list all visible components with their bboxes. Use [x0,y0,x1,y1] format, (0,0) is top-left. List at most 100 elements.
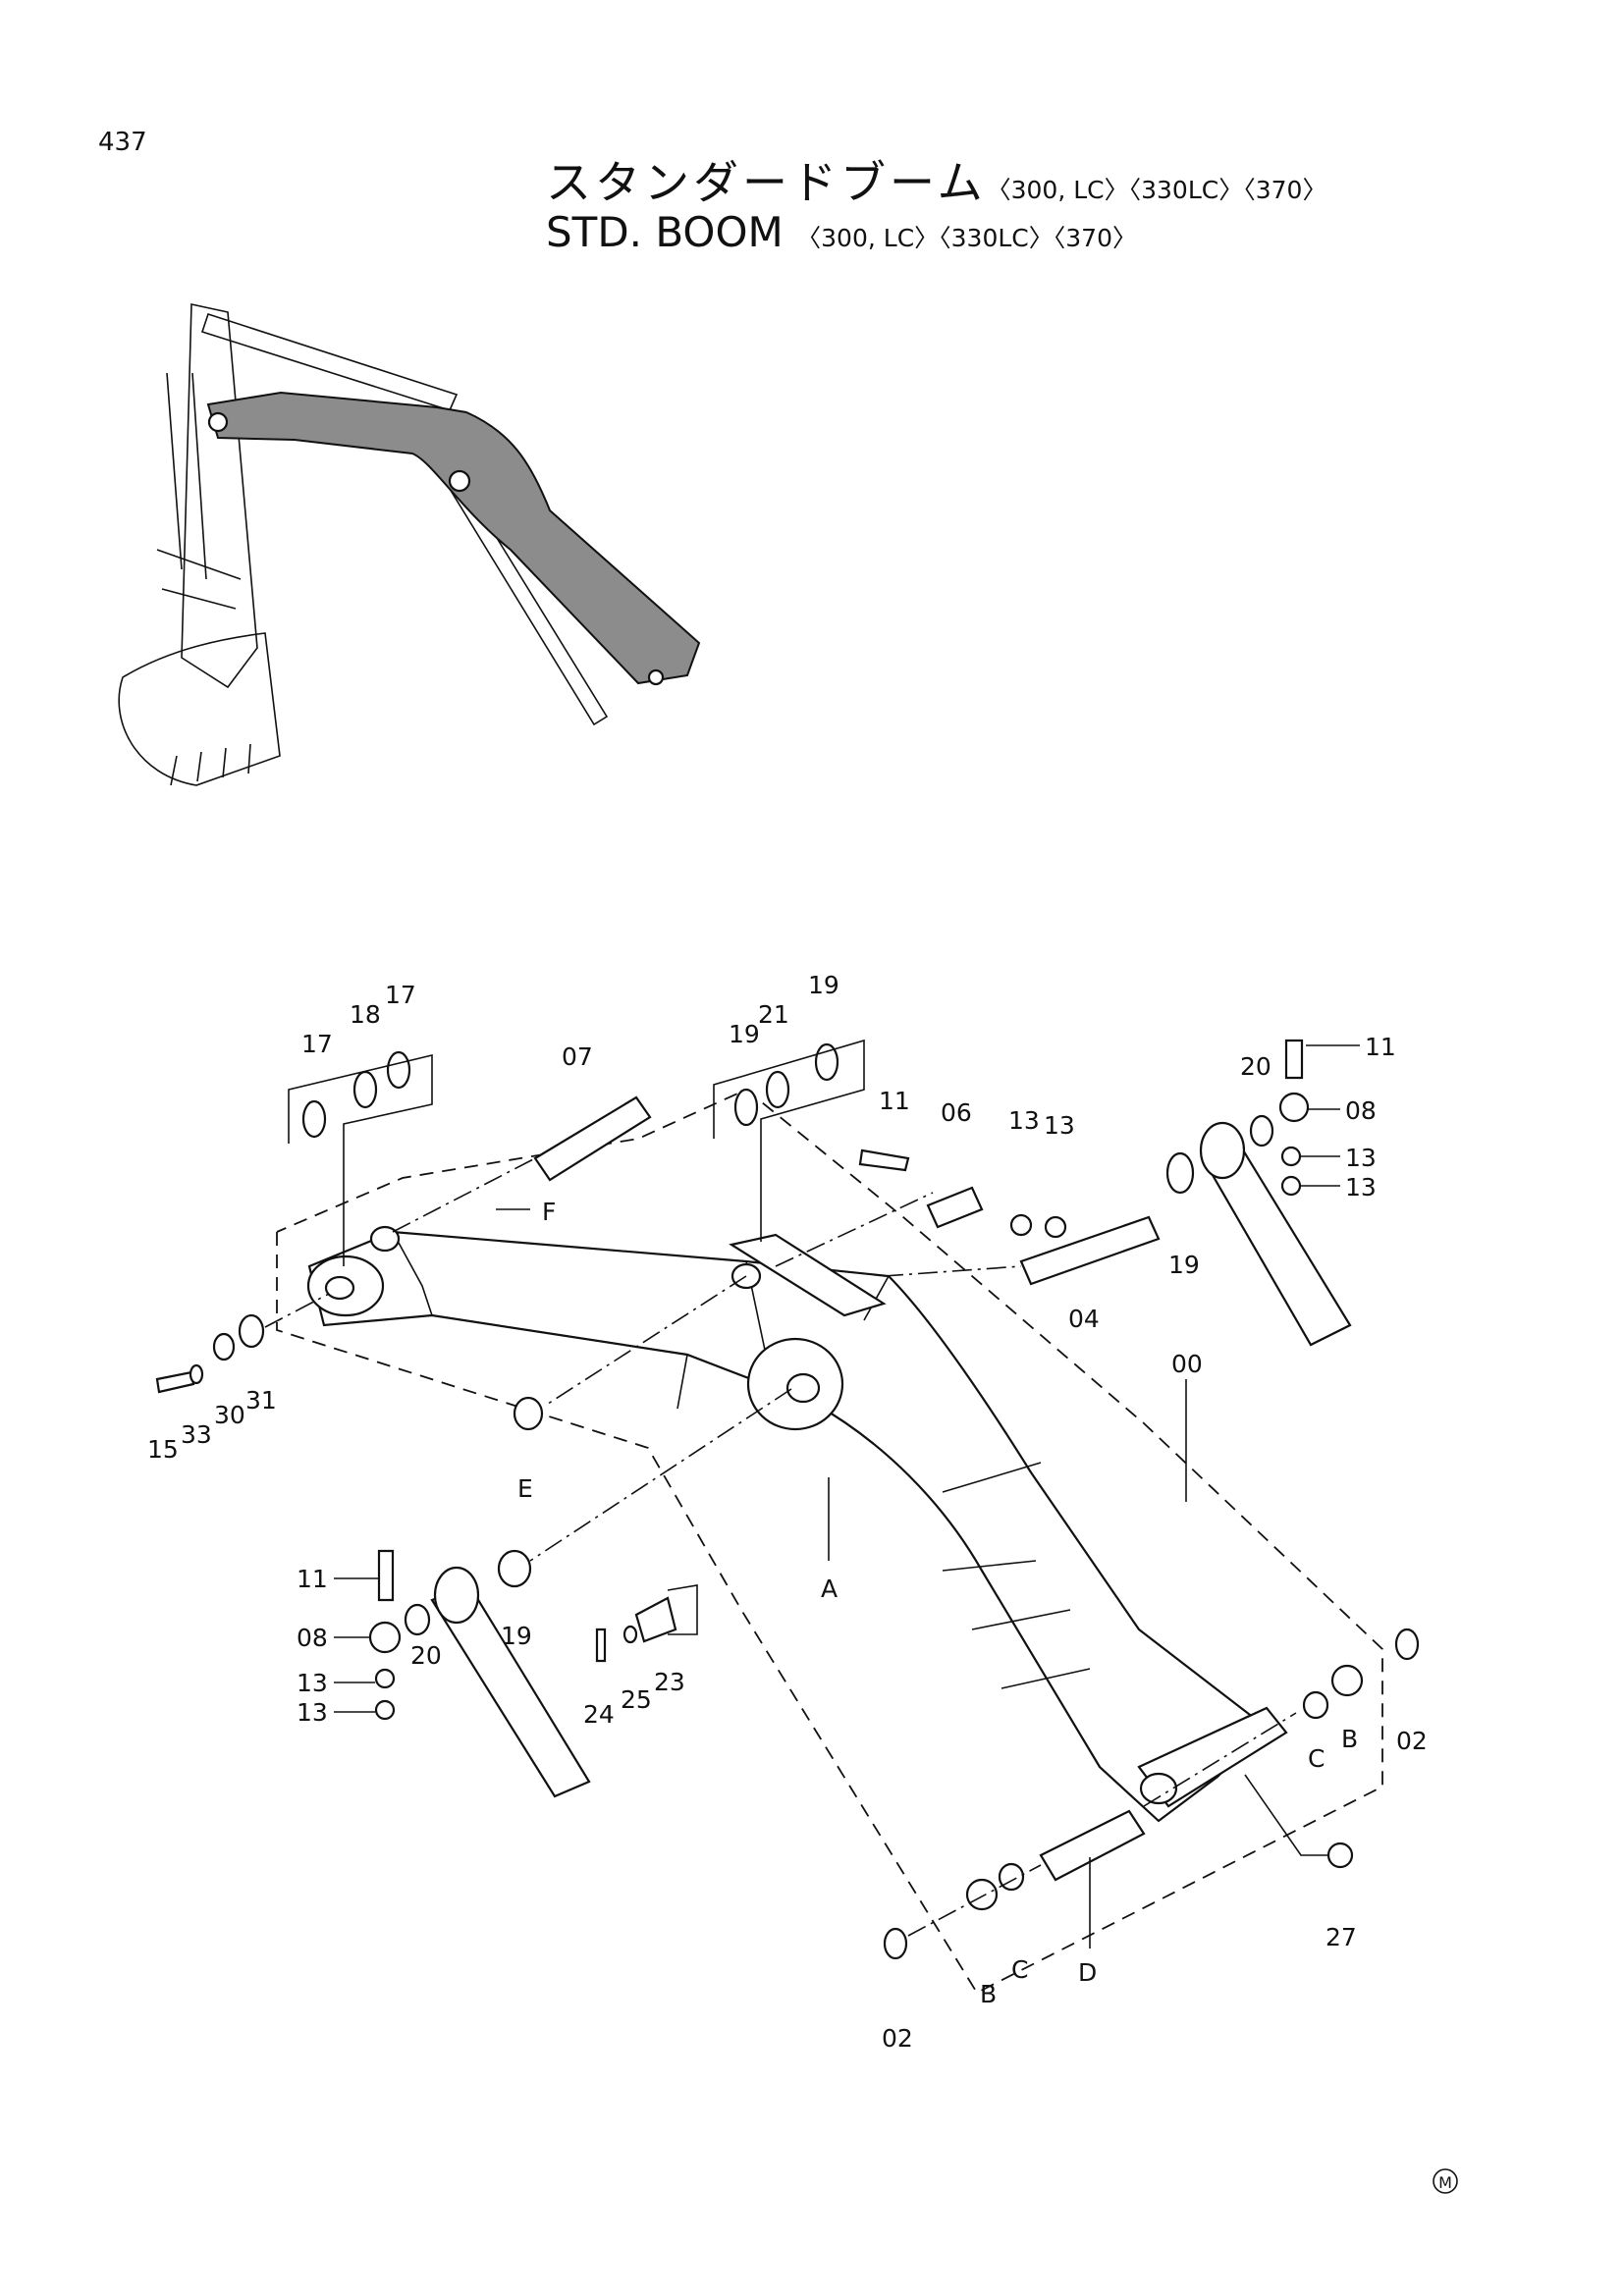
callout-label: 04 [1068,1305,1100,1333]
key-boom-foot-pin [647,668,665,686]
bushing-E [513,1396,544,1431]
callout-label: 23 [654,1668,685,1696]
callout-label: B [1341,1725,1358,1753]
nut-13d [1280,1175,1302,1197]
washer-19c [1165,1151,1195,1195]
callout-label: D [1078,1958,1097,1987]
washer-02-left [883,1927,908,1960]
bushing-08-right [1278,1092,1310,1123]
callout-label: F [542,1198,556,1226]
key-arm-cylinder [200,312,459,411]
key-arm-links [156,372,242,610]
callout-labels: 17 18 17 07 F 15 33 30 31 E 19 21 19 11 … [147,971,1428,2053]
leader-13-right [1301,1155,1340,1187]
centerline-foot [907,1712,1297,1937]
centerline-left-cyl [529,1388,792,1562]
centerline-07 [392,1157,536,1233]
leader-13-left [334,1682,375,1713]
title-japanese: スタンダードブーム〈300, LC〉〈330LC〉〈370〉 [546,147,1326,212]
title-jp-variants: 〈300, LC〉〈330LC〉〈370〉 [986,176,1327,204]
callout-label: 19 [501,1622,532,1650]
callout-label: 31 [245,1386,277,1415]
boom-web-lines [942,1462,1091,1689]
centerline-nose [264,1293,330,1328]
bushing-08-left [368,1621,402,1654]
pin-D [1039,1809,1146,1882]
callout-label: C [1011,1955,1028,1984]
washer-19a [733,1088,759,1127]
key-bucket-teeth [170,743,251,786]
bolt-11-right [1284,1039,1304,1080]
callout-label: E [517,1474,533,1503]
callout-label: 08 [297,1624,328,1652]
callout-label: 33 [181,1420,212,1449]
bolt-11-left [377,1549,395,1602]
washer-33 [189,1363,204,1385]
centerline-06-04 [775,1192,1022,1277]
mark-letter: M [1438,2173,1452,2192]
callout-label: 21 [758,1000,789,1029]
callout-label: 18 [350,1000,381,1029]
pin-07 [533,1095,652,1182]
washer-30 [212,1332,236,1362]
callout-label: 19 [1168,1251,1200,1279]
center-lines [264,1157,1297,1937]
leader-27 [1244,1774,1327,1856]
callout-label: 06 [941,1098,972,1127]
bracket-19-21 [713,1039,865,1242]
callout-label: 08 [1345,1096,1377,1125]
key-boom-top-pin [207,411,229,433]
mark-circle [1433,2168,1458,2194]
assembly-boundary [276,1088,1383,1995]
callout-label: 13 [1345,1144,1377,1172]
washer-31 [238,1313,265,1349]
title-en-text: STD. BOOM [546,208,784,256]
callout-label: 02 [882,2024,913,2053]
pin-06 [926,1186,984,1229]
bushing-B-right [1330,1664,1364,1697]
bolt-24 [595,1628,607,1663]
washer-02-right [1394,1628,1420,1661]
callout-label: 13 [297,1669,328,1697]
pin-04 [1019,1215,1161,1286]
callout-label: 25 [621,1685,652,1714]
key-boom-mid-pin [448,469,471,493]
boom-nose-bore [324,1275,355,1301]
boom-foot-bore [1139,1772,1178,1805]
circled-m-mark: M [1433,2168,1458,2194]
page-number: 437 [98,128,147,157]
title-en-variants: 〈300, LC〉〈330LC〉〈370〉 [796,224,1137,252]
callout-label: 13 [1008,1106,1040,1135]
callout-label: 20 [1240,1052,1271,1081]
title-english: STD. BOOM 〈300, LC〉〈330LC〉〈370〉 [546,208,1137,256]
washer-20-left [404,1603,431,1636]
callout-label: 27 [1325,1923,1357,1951]
boom-body [306,1225,1288,1823]
leaders [288,1039,1360,1949]
washer-17b [386,1050,411,1090]
callout-label: 17 [385,981,416,1009]
washer-17a [301,1099,327,1139]
spacer-C-right [1302,1690,1329,1720]
bolt-15 [155,1370,195,1394]
key-bucket [118,632,281,786]
boom-top-bracket-bore [369,1225,401,1253]
callout-label: 24 [583,1700,615,1729]
boom-edge-line [392,1231,890,1410]
boom-cylinder-boss-bore [785,1372,821,1404]
washer-20-right [1249,1114,1274,1148]
title-jp-text: スタンダードブーム [546,156,987,209]
bolt-11-center [858,1148,910,1172]
callout-label: B [980,1980,997,2008]
washers [189,1042,1420,1960]
washer-21 [765,1070,790,1109]
nut-27 [1326,1842,1354,1869]
plate-23 [634,1596,677,1643]
callout-label: 30 [214,1401,245,1429]
callout-label: A [821,1575,838,1603]
callout-label: 13 [1044,1111,1075,1140]
callout-label: 02 [1396,1727,1428,1755]
callout-label: 11 [1365,1033,1396,1061]
nut-13e [374,1668,396,1689]
